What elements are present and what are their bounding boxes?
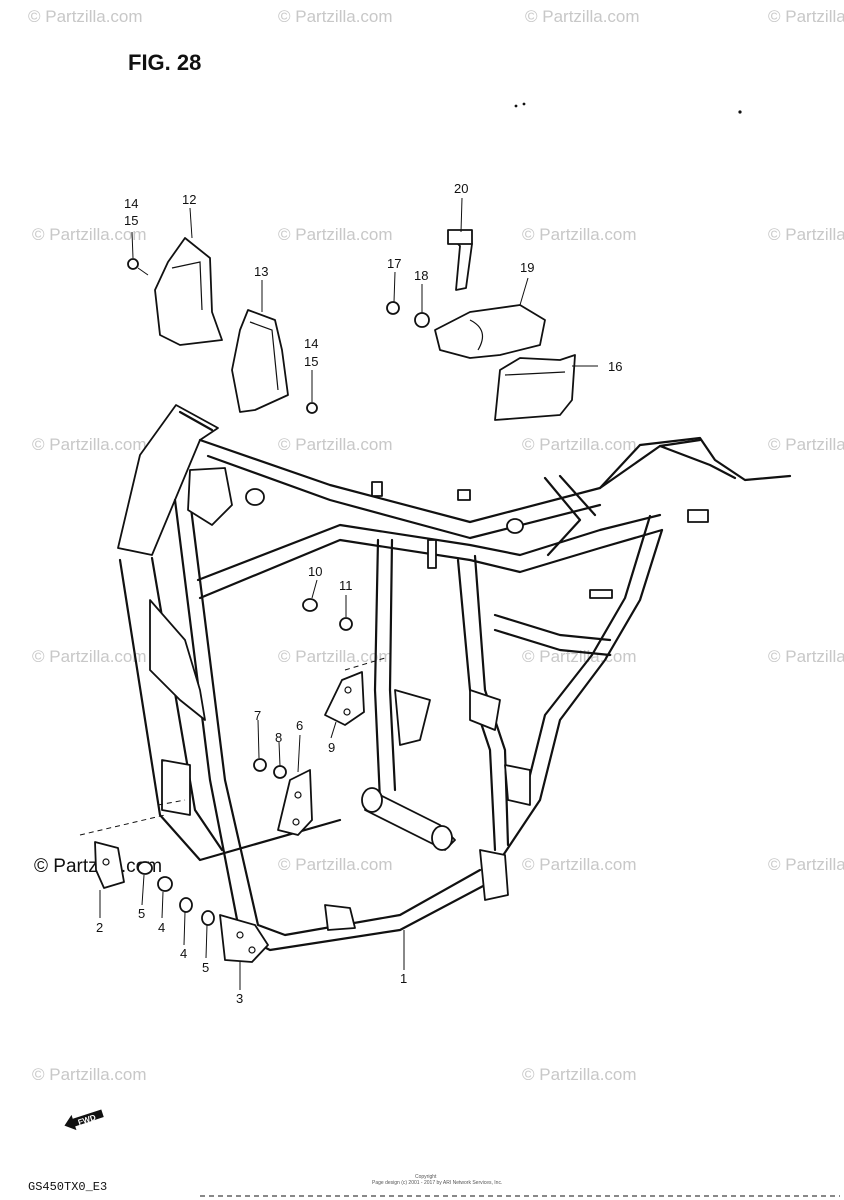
watermark: © Partzilla.com [278, 855, 393, 874]
bracket-9 [324, 671, 365, 726]
callout-2: 2 [96, 920, 103, 935]
callout-10: 10 [308, 564, 322, 579]
callout-6: 6 [296, 718, 303, 733]
washer-5 [137, 861, 153, 875]
watermark: © Partzilla.com [278, 225, 393, 244]
callout-7: 7 [254, 708, 261, 723]
fwd-label: FWD [77, 1113, 97, 1127]
callout-14: 14 [304, 336, 318, 351]
watermark: © Partzilla.com [278, 435, 393, 454]
watermark: © Partzilla.com [278, 7, 393, 26]
watermark: © Partzilla.com [32, 1065, 147, 1084]
callout-4: 4 [180, 946, 187, 961]
pad-19 [434, 304, 546, 359]
box-16 [494, 354, 576, 421]
callout-13: 13 [254, 264, 268, 279]
watermark: © Partzilla.com [522, 225, 637, 244]
speck [522, 102, 526, 106]
watermark: © Partzilla.com [522, 1065, 637, 1084]
watermark: © Partzilla.com [32, 435, 147, 454]
bolt-4 [157, 876, 173, 892]
footer-note: Copyright [415, 1174, 437, 1180]
watermark: © Partzilla.com [522, 435, 637, 454]
bracket-6 [277, 769, 313, 836]
callout-1: 1 [400, 971, 407, 986]
callout-3: 3 [236, 991, 243, 1006]
bracket-3 [219, 914, 269, 963]
watermark: © Partzilla.com [768, 7, 844, 26]
watermark: © Partzilla.com [768, 225, 844, 244]
watermark: © Partzilla.com [768, 855, 844, 874]
bracket-2 [94, 841, 125, 889]
callout-12: 12 [182, 192, 196, 207]
watermark: © Partzilla.com [525, 7, 640, 26]
fwd-arrow-icon: FWD [64, 1109, 104, 1131]
watermark: © Partzilla.com [522, 855, 637, 874]
figure-title: FIG. 28 [128, 50, 201, 75]
speck [738, 110, 742, 114]
callout-4: 4 [158, 920, 165, 935]
callout-5: 5 [202, 960, 209, 975]
callout-18: 18 [414, 268, 428, 283]
washer-8 [273, 765, 287, 779]
watermark: © Partzilla.com [768, 647, 844, 666]
watermark: © Partzilla.com [278, 647, 393, 666]
callout-9: 9 [328, 740, 335, 755]
nut-18 [414, 312, 430, 328]
watermark: © Partzilla.com [32, 647, 147, 666]
footer-note-2: Page design (c) 2001 - 2017 by ARI Netwo… [372, 1180, 502, 1186]
callout-11: 11 [339, 578, 353, 593]
band-20 [451, 237, 473, 291]
callout-19: 19 [520, 260, 534, 275]
speck [514, 104, 518, 108]
watermark: © Partzilla.com [522, 647, 637, 666]
callout-8: 8 [275, 730, 282, 745]
bolt-7 [253, 758, 267, 772]
callout-20: 20 [454, 181, 468, 196]
model-code: GS450TX0_E3 [28, 1180, 107, 1194]
cover-12 [154, 237, 223, 346]
callout-5: 5 [138, 906, 145, 921]
watermark: © Partzilla.com [32, 225, 147, 244]
callout-15: 15 [124, 213, 138, 228]
watermark: © Partzilla.com [28, 7, 143, 26]
bolt-4 [179, 897, 193, 913]
cover-13 [231, 309, 289, 413]
watermark: © Partzilla.com [768, 435, 844, 454]
washer-5 [201, 910, 215, 926]
leader-lines [99, 197, 598, 990]
callout-17: 17 [387, 256, 401, 271]
callout-15: 15 [304, 354, 318, 369]
frame-assembly [117, 404, 792, 952]
callout-14: 14 [124, 196, 138, 211]
watermark-layer: © Partzilla.com © Partzilla.com © Partzi… [28, 7, 844, 1084]
bolt-17 [386, 301, 400, 315]
callout-16: 16 [608, 359, 622, 374]
bolt-10 [302, 598, 318, 612]
nut-11 [339, 617, 353, 631]
